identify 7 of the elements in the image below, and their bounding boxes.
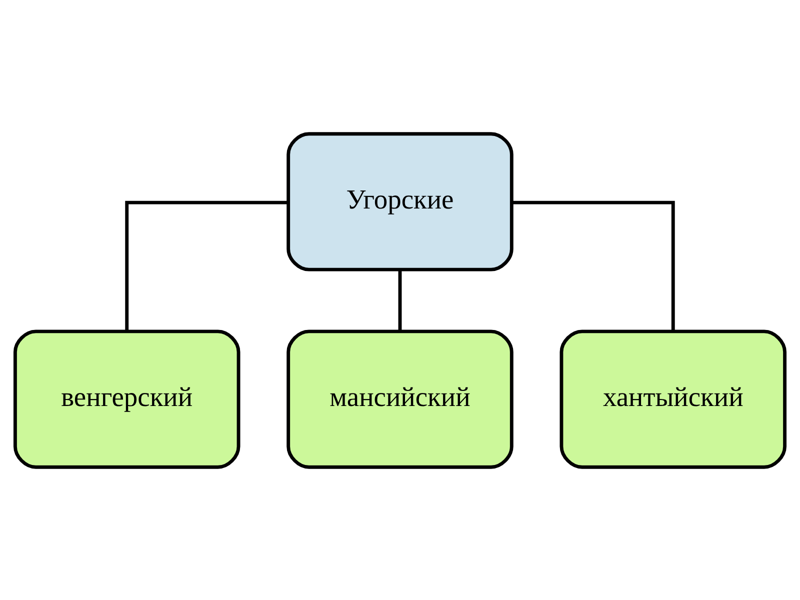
node-box: мансийский <box>286 329 514 468</box>
connector <box>125 200 288 331</box>
node-box: Угорские <box>286 132 514 271</box>
node-box: венгерский <box>14 329 240 468</box>
connector <box>398 269 402 331</box>
connector <box>512 200 675 331</box>
node-box: хантыйский <box>560 329 786 468</box>
